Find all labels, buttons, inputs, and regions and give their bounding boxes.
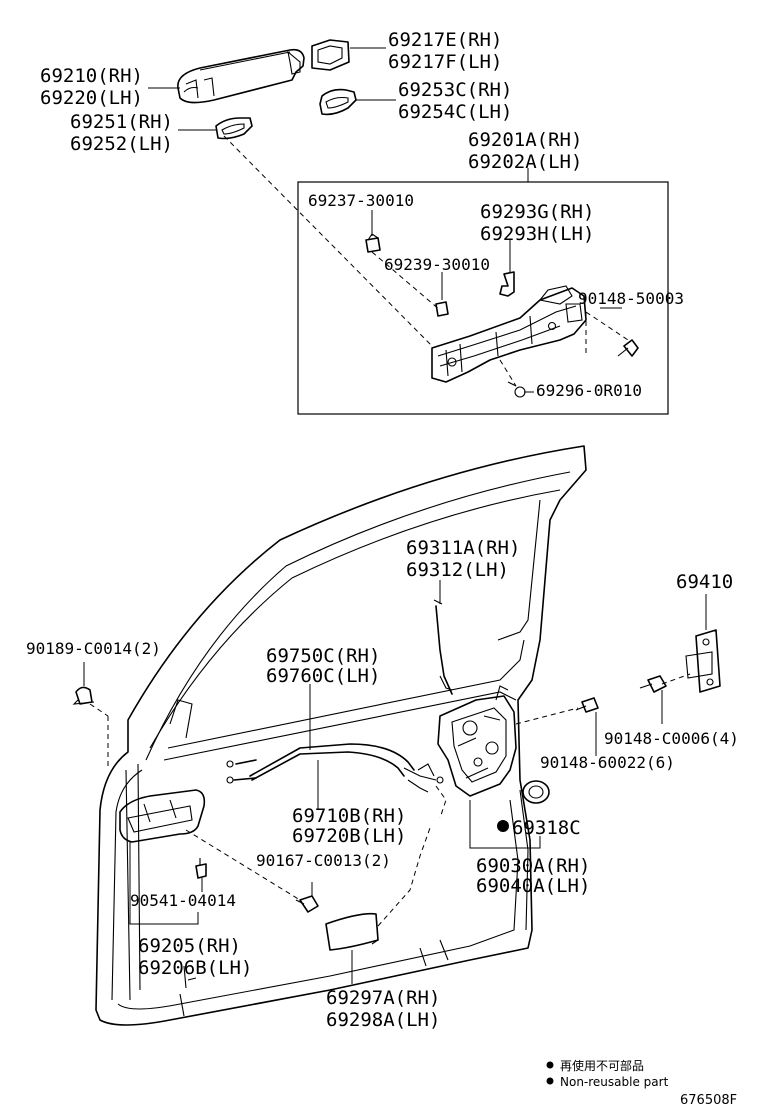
- non-reusable-marker-icon: [497, 820, 509, 832]
- label-69293-rh: 69293G(RH): [480, 201, 594, 223]
- frame-clip: [435, 301, 449, 317]
- label-inner-rh: 69205(RH): [138, 935, 241, 957]
- label-69293-lh: 69293H(LH): [480, 223, 594, 245]
- door-panel: [95, 445, 587, 1026]
- legend-en: Non-reusable part: [560, 1075, 669, 1089]
- label-lock-lh: 69040A(LH): [476, 875, 590, 897]
- label-69237: 69237-30010: [308, 191, 414, 210]
- label-cover-lh: 69217F(LH): [388, 51, 502, 73]
- label-pad-b-rh: 69251(RH): [70, 111, 173, 133]
- label-pad-b-lh: 69252(LH): [70, 133, 173, 155]
- label-cable-a-lh: 69760C(LH): [266, 665, 380, 687]
- diagram-code: 676508F: [680, 1093, 737, 1108]
- label-inner-lh: 69206B(LH): [138, 957, 252, 979]
- handle-pad-upper: [319, 88, 357, 116]
- legend-jp: 再使用不可部品: [560, 1058, 644, 1073]
- frame-screw: [617, 339, 639, 357]
- label-pad-a-lh: 69254C(LH): [398, 101, 512, 123]
- label-screw-c0006: 90148-C0006(4): [604, 729, 739, 748]
- lock-rod: [433, 599, 453, 695]
- lock-seal: [522, 780, 550, 804]
- label-cable-a-rh: 69750C(RH): [266, 645, 380, 667]
- frame-nut: [365, 233, 381, 253]
- label-frame-lh: 69202A(LH): [468, 151, 582, 173]
- label-69296: 69296-0R010: [536, 381, 642, 400]
- label-frame-rh: 69201A(RH): [468, 129, 582, 151]
- frame-assembly-box: [297, 181, 669, 415]
- striker-screw: [639, 675, 667, 693]
- label-screw-60022: 90148-60022(6): [540, 753, 675, 772]
- label-cable-b-rh: 69710B(RH): [292, 805, 406, 827]
- label-handle-rh: 69210(RH): [40, 65, 143, 87]
- label-screw-c0013: 90167-C0013(2): [256, 851, 391, 870]
- label-rod-rh: 69311A(RH): [406, 537, 520, 559]
- handle-pad-lower: [215, 117, 253, 140]
- legend-bullet-icon: [546, 1061, 554, 1069]
- outside-handle: [177, 48, 305, 104]
- handle-cover: [311, 39, 350, 71]
- label-handle-lh: 69220(LH): [40, 87, 143, 109]
- lock-screw: [575, 697, 599, 713]
- label-cover2-lh: 69298A(LH): [326, 1009, 440, 1031]
- label-clip: 90189-C0014(2): [26, 639, 161, 658]
- door-striker: [685, 629, 721, 693]
- cable-assembly: [226, 743, 444, 793]
- inner-handle: [119, 789, 206, 843]
- door-lock: [437, 685, 517, 797]
- label-rod-lh: 69312(LH): [406, 559, 509, 581]
- frame-assembly: [431, 285, 587, 383]
- label-screw-04014: 90541-04014: [130, 891, 236, 910]
- label-90148-50003: 90148-50003: [578, 289, 684, 308]
- inner-handle-bolt: [295, 895, 319, 913]
- label-striker: 69410: [676, 571, 733, 593]
- inner-handle-screw: [195, 858, 207, 879]
- legend-bullet-icon: [546, 1077, 554, 1085]
- label-cover2-rh: 69297A(RH): [326, 987, 440, 1009]
- label-cover-rh: 69217E(RH): [388, 29, 502, 51]
- label-seal: 69318C: [512, 817, 581, 839]
- label-pad-a-rh: 69253C(RH): [398, 79, 512, 101]
- frame-protector: [499, 271, 515, 297]
- lock-cover: [325, 912, 379, 951]
- frame-bolt: [507, 381, 526, 398]
- door-clip: [72, 686, 95, 705]
- label-cable-b-lh: 69720B(LH): [292, 825, 406, 847]
- label-69239: 69239-30010: [384, 255, 490, 274]
- label-lock-rh: 69030A(RH): [476, 855, 590, 877]
